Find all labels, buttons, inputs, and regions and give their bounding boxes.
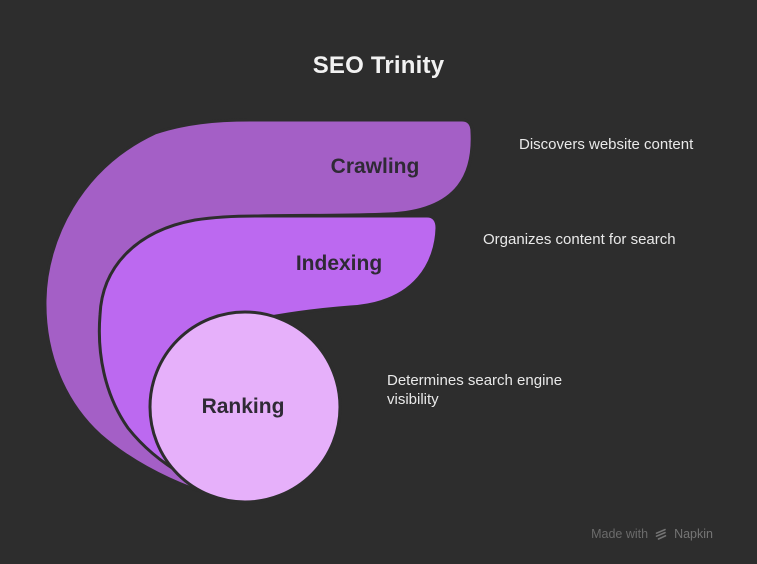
napkin-logo-icon: [655, 528, 667, 540]
ranking-label: Ranking: [201, 395, 285, 418]
ranking-description: Determines search engine visibility: [387, 372, 563, 408]
made-with-label: Made with: [591, 527, 649, 541]
made-with-napkin-credit[interactable]: Made with Napkin: [591, 527, 713, 541]
napkin-brand-label: Napkin: [674, 527, 713, 541]
ranking-shape: [148, 310, 342, 504]
page-title: SEO Trinity: [312, 52, 445, 79]
crawling-label: Crawling: [330, 155, 420, 178]
indexing-description: Organizes content for search: [483, 231, 676, 248]
indexing-label: Indexing: [295, 252, 383, 275]
crawling-description: Discovers website content: [519, 136, 694, 153]
